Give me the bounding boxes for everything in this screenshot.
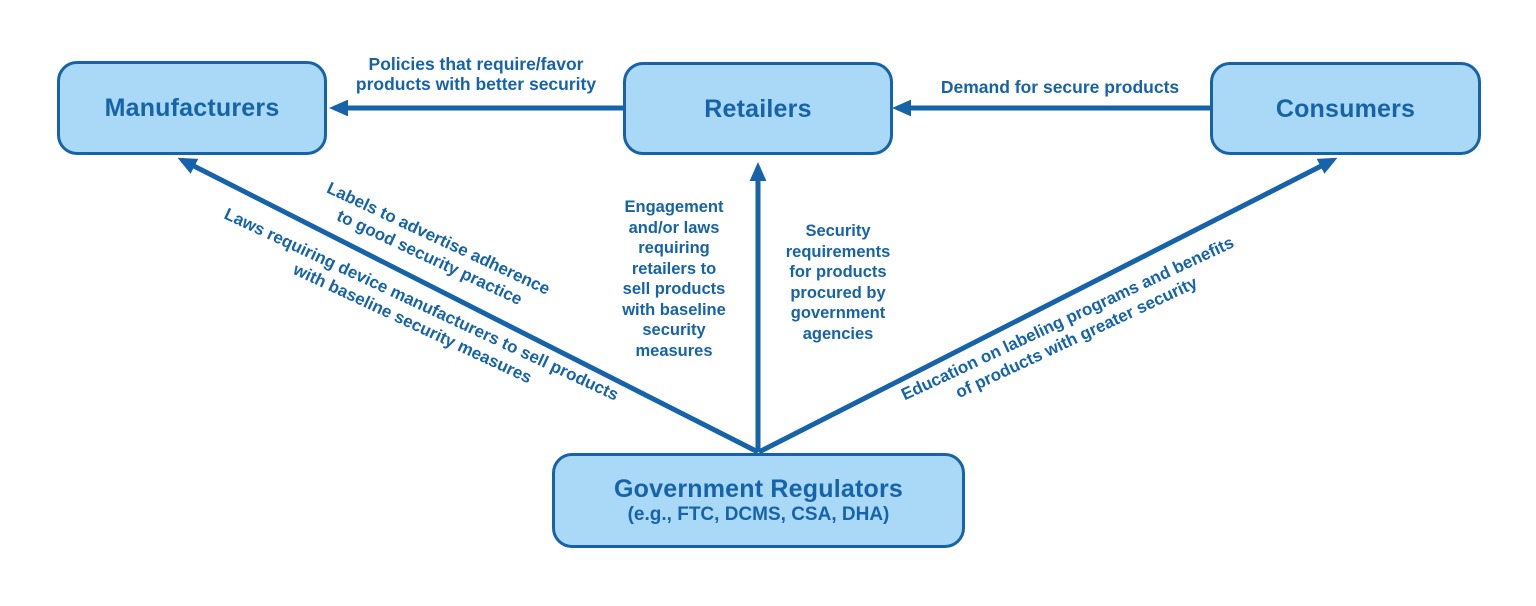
- node-consumers: Consumers: [1210, 62, 1481, 155]
- node-retailers-label: Retailers: [704, 94, 812, 123]
- edge-label-engagement-laws-retailers: Engagement and/or laws requiring retaile…: [622, 198, 726, 360]
- node-government-regulators-sublabel: (e.g., FTC, DCMS, CSA, DHA): [627, 503, 890, 525]
- edge-label-demand-for-secure-products: Demand for secure products: [940, 77, 1180, 97]
- node-manufacturers: Manufacturers: [57, 61, 327, 155]
- edge-label-policies-favor-secure-products: Policies that require/favor products wit…: [355, 54, 597, 94]
- arrow-government-to-consumers: [757, 157, 1338, 455]
- node-government-regulators-label: Government Regulators: [614, 474, 903, 503]
- node-government-regulators: Government Regulators (e.g., FTC, DCMS, …: [552, 453, 965, 548]
- node-manufacturers-label: Manufacturers: [104, 94, 280, 122]
- arrow-government-to-manufacturers: [177, 157, 760, 455]
- edge-label-security-requirements-procurement: Security requirements for products procu…: [785, 222, 891, 343]
- node-retailers: Retailers: [623, 62, 893, 155]
- node-consumers-label: Consumers: [1275, 94, 1416, 123]
